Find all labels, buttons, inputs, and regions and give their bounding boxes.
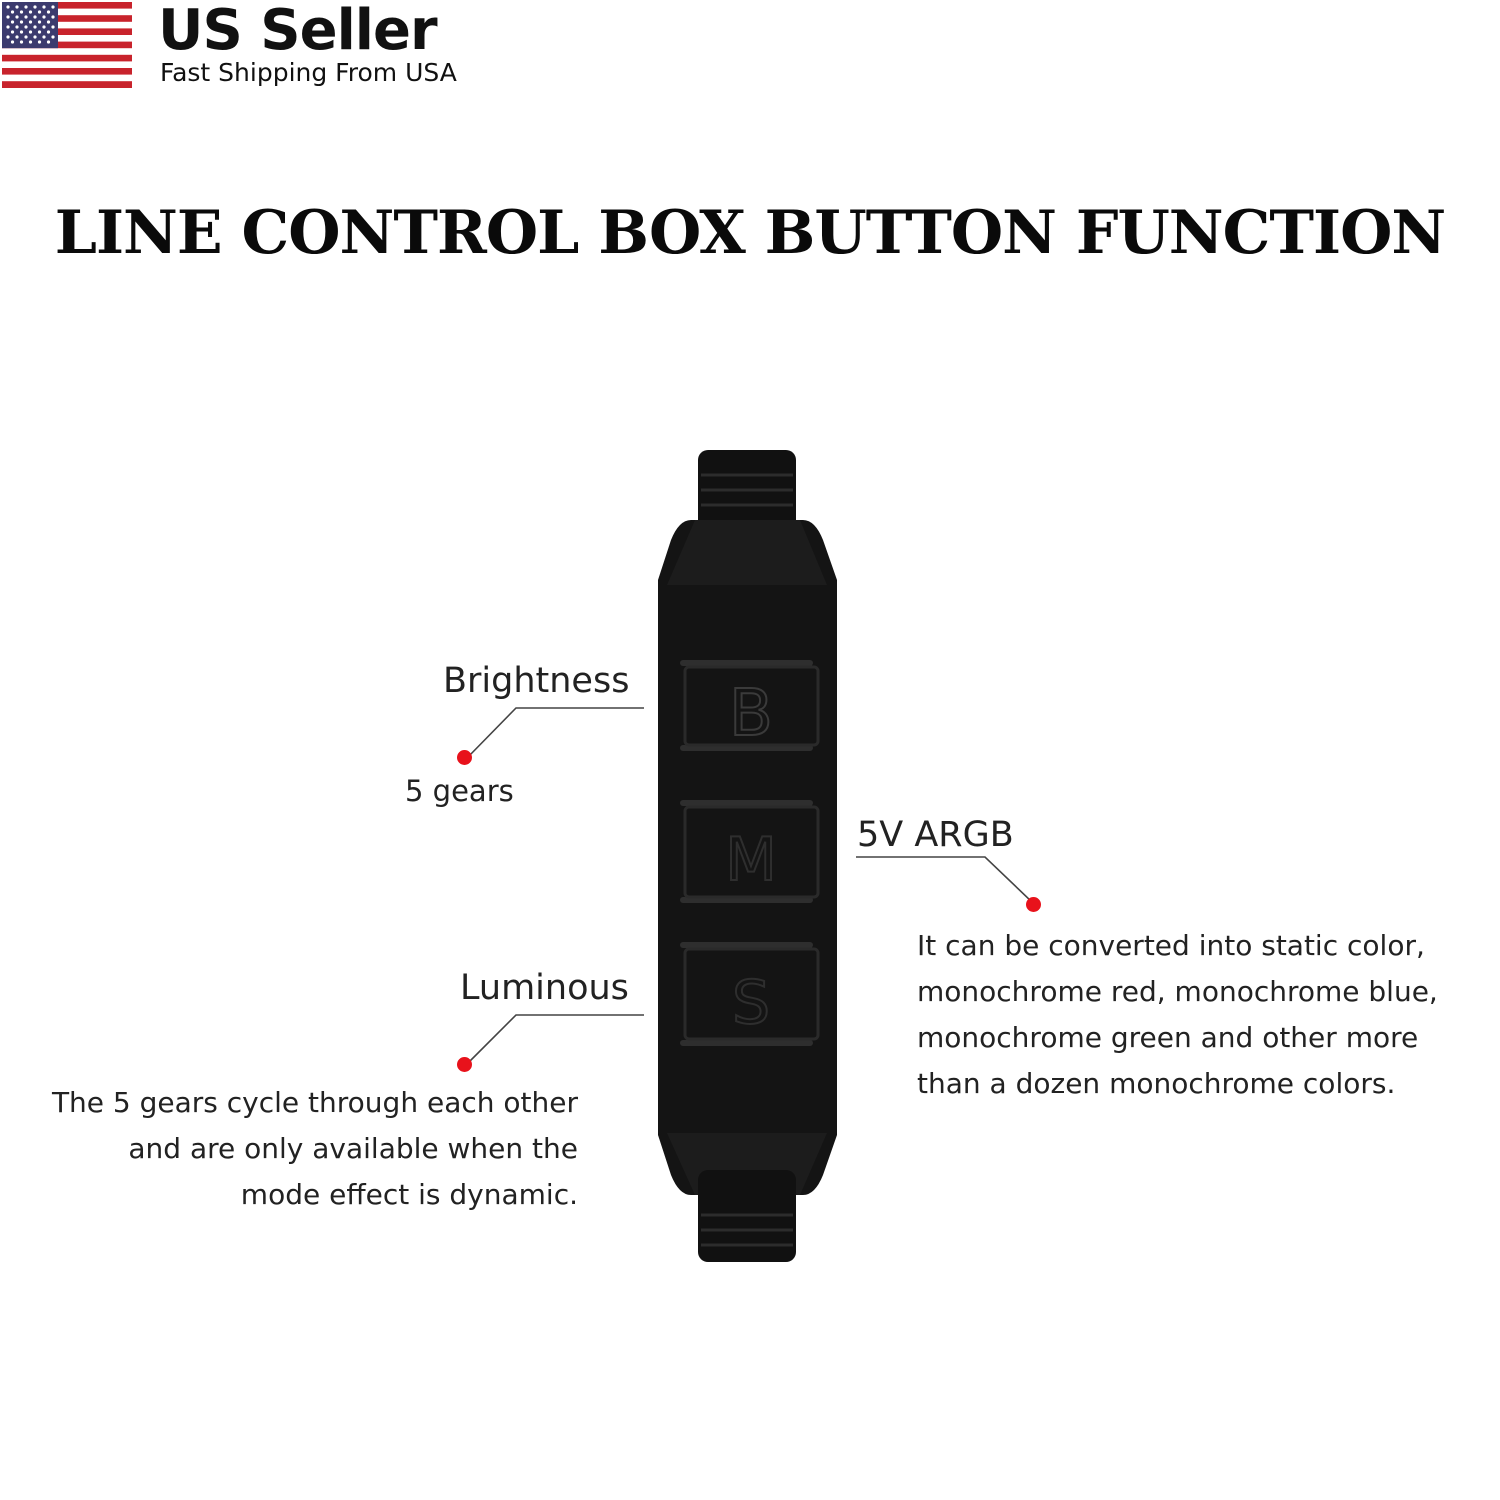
brightness-description: 5 gears xyxy=(405,774,514,808)
button-s-label: S xyxy=(732,968,770,1038)
page-title: LINE CONTROL BOX BUTTON FUNCTION xyxy=(54,198,1446,268)
mode-description-line: It can be converted into static color, xyxy=(917,929,1425,962)
us-flag-icon xyxy=(2,2,132,88)
brightness-marker-dot xyxy=(457,750,472,765)
luminous-description-line: mode effect is dynamic. xyxy=(240,1178,578,1211)
mode-description-line: than a dozen monochrome colors. xyxy=(917,1067,1396,1100)
us-seller-badge: US Seller Fast Shipping From USA xyxy=(0,0,500,92)
badge-title: US Seller xyxy=(158,0,438,63)
line-control-box: B M S xyxy=(658,450,837,1262)
mode-label: 5V ARGB xyxy=(857,815,1014,855)
mode-description-line: monochrome green and other more xyxy=(917,1021,1419,1054)
badge-subtitle: Fast Shipping From USA xyxy=(160,58,457,87)
luminous-description: The 5 gears cycle through each other and… xyxy=(20,1080,578,1218)
mode-description-line: monochrome red, monochrome blue, xyxy=(917,975,1438,1008)
brightness-label: Brightness xyxy=(443,661,630,701)
luminous-description-line: The 5 gears cycle through each other xyxy=(51,1086,578,1119)
button-m-label: M xyxy=(725,825,777,895)
mode-description: It can be converted into static color, m… xyxy=(917,923,1487,1107)
luminous-description-line: and are only available when the xyxy=(128,1132,578,1165)
luminous-marker-dot xyxy=(457,1057,472,1072)
luminous-label: Luminous xyxy=(460,968,629,1008)
button-b-label: B xyxy=(729,677,773,751)
mode-marker-dot xyxy=(1026,897,1041,912)
